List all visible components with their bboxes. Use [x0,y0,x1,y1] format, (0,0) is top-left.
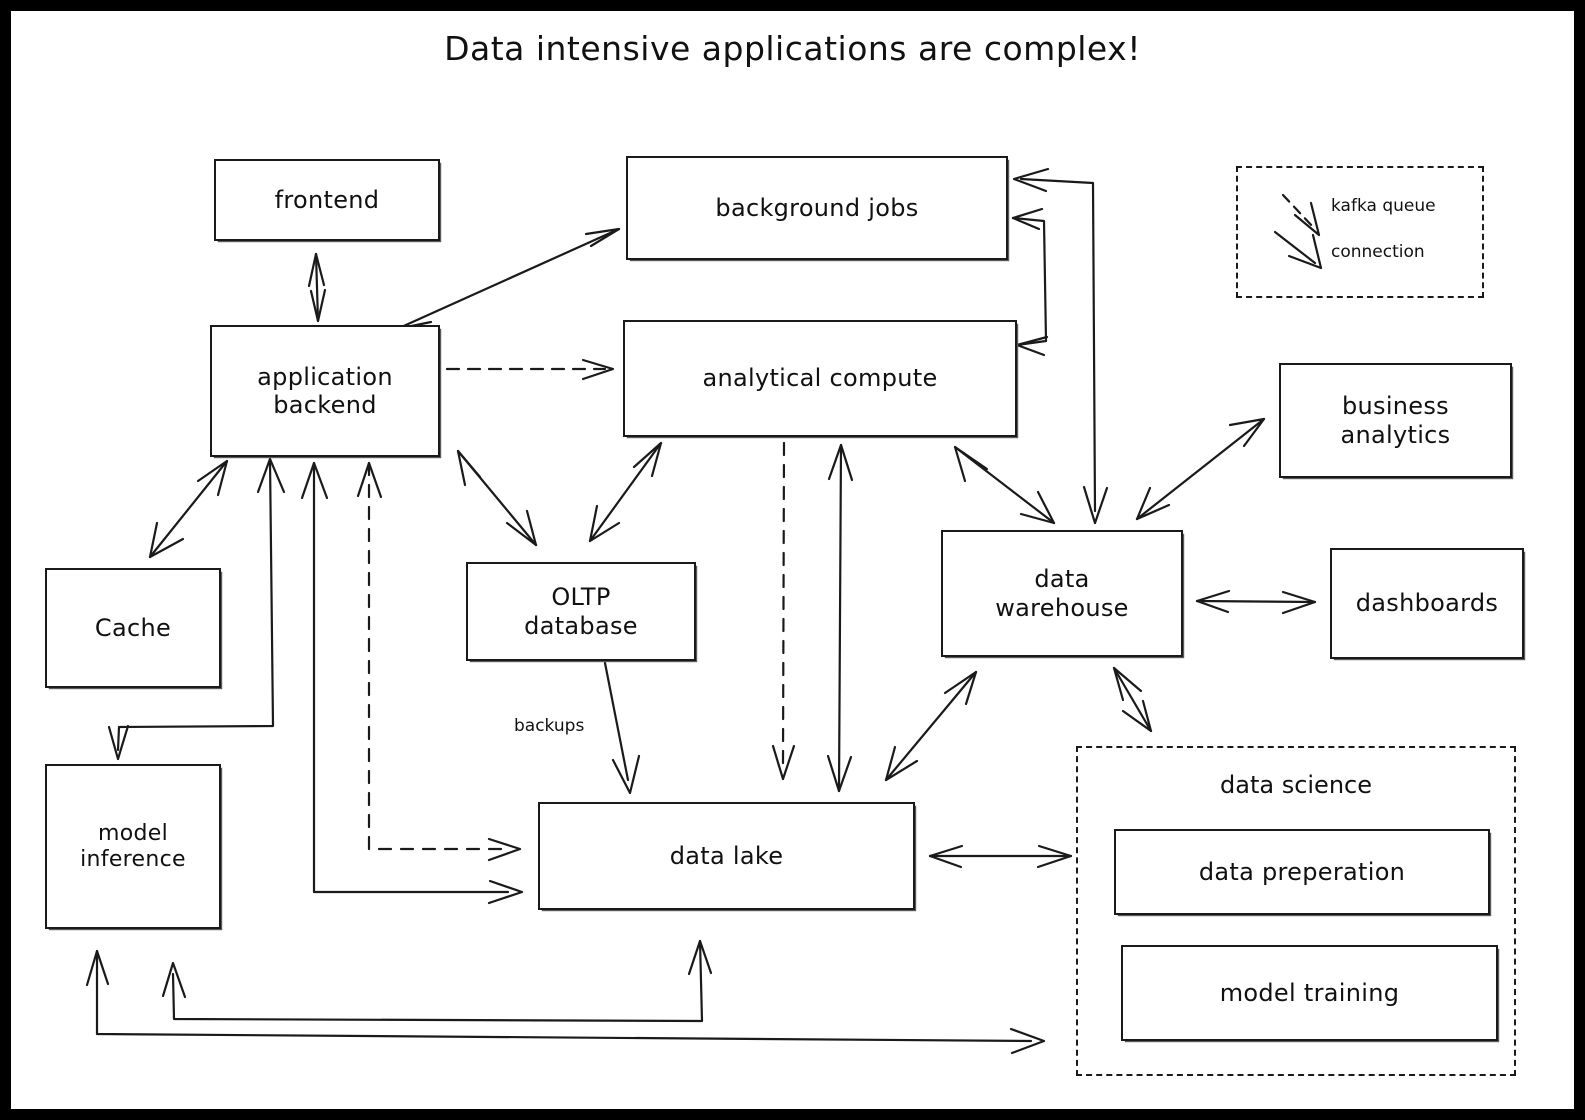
node-dashboards-label: dashboards [1355,589,1499,618]
node-analytical-compute-label: analytical compute [702,364,938,393]
node-data-lake[interactable]: data lake [538,802,915,910]
edge-data-lake-data-science [928,844,1073,869]
edge-background-jobs-analytical-compute [1011,207,1049,357]
node-cache[interactable]: Cache [45,568,221,688]
edge-application-backend-data-lake-kafka [356,461,522,862]
legend-label-connection: connection [1331,242,1425,262]
edge-data-warehouse-dashboards [1195,589,1317,615]
node-dashboards[interactable]: dashboards [1330,548,1524,659]
edge-data-warehouse-data-science [1112,666,1153,733]
legend-label-kafka-queue: kafka queue [1331,196,1436,216]
edge-analytical-compute-data-warehouse [953,445,1056,525]
edge-analytical-compute-oltp-database [588,441,663,543]
group-data-science-title: data science [1220,771,1372,799]
legend-box [1236,166,1484,298]
node-frontend[interactable]: frontend [214,159,440,241]
node-cache-label: Cache [94,613,172,642]
edge-background-jobs-data-warehouse [1012,167,1109,525]
edge-oltp-database-data-lake-backups [603,661,641,795]
node-data-lake-label: data lake [669,841,784,870]
edge-model-inference-data-science [85,949,1046,1055]
group-data-science[interactable] [1076,746,1516,1076]
edge-data-lake-application-backend [300,461,524,905]
edge-analytical-compute-data-lake [826,443,854,793]
node-analytical-compute[interactable]: analytical compute [623,320,1017,437]
node-background-jobs-label: background jobs [715,193,919,222]
edge-data-warehouse-business-analytics [1135,417,1266,521]
node-model-training[interactable]: model training [1121,945,1498,1041]
edge-application-backend-oltp-database [456,449,538,547]
edge-data-lake-model-inference [161,939,713,1023]
edge-label-backups: backups [514,716,585,736]
edge-frontend-application-backend [307,252,327,323]
node-frontend-label: frontend [274,185,380,214]
edge-analytical-compute-data-lake-kafka [771,441,796,781]
edge-application-backend-cache [148,459,229,559]
node-data-preperation-label: data preperation [1198,857,1406,886]
edge-data-warehouse-data-lake [884,670,978,782]
edge-application-backend-background-jobs [395,227,621,340]
diagram-canvas: Data intensive applications are complex!… [11,11,1574,1109]
edge-application-backend-analytical-compute-kafka [445,358,615,381]
diagram-title: Data intensive applications are complex! [444,29,1141,68]
node-background-jobs[interactable]: background jobs [626,156,1008,260]
node-model-training-label: model training [1219,978,1400,1007]
node-data-preperation[interactable]: data preperation [1114,829,1490,915]
